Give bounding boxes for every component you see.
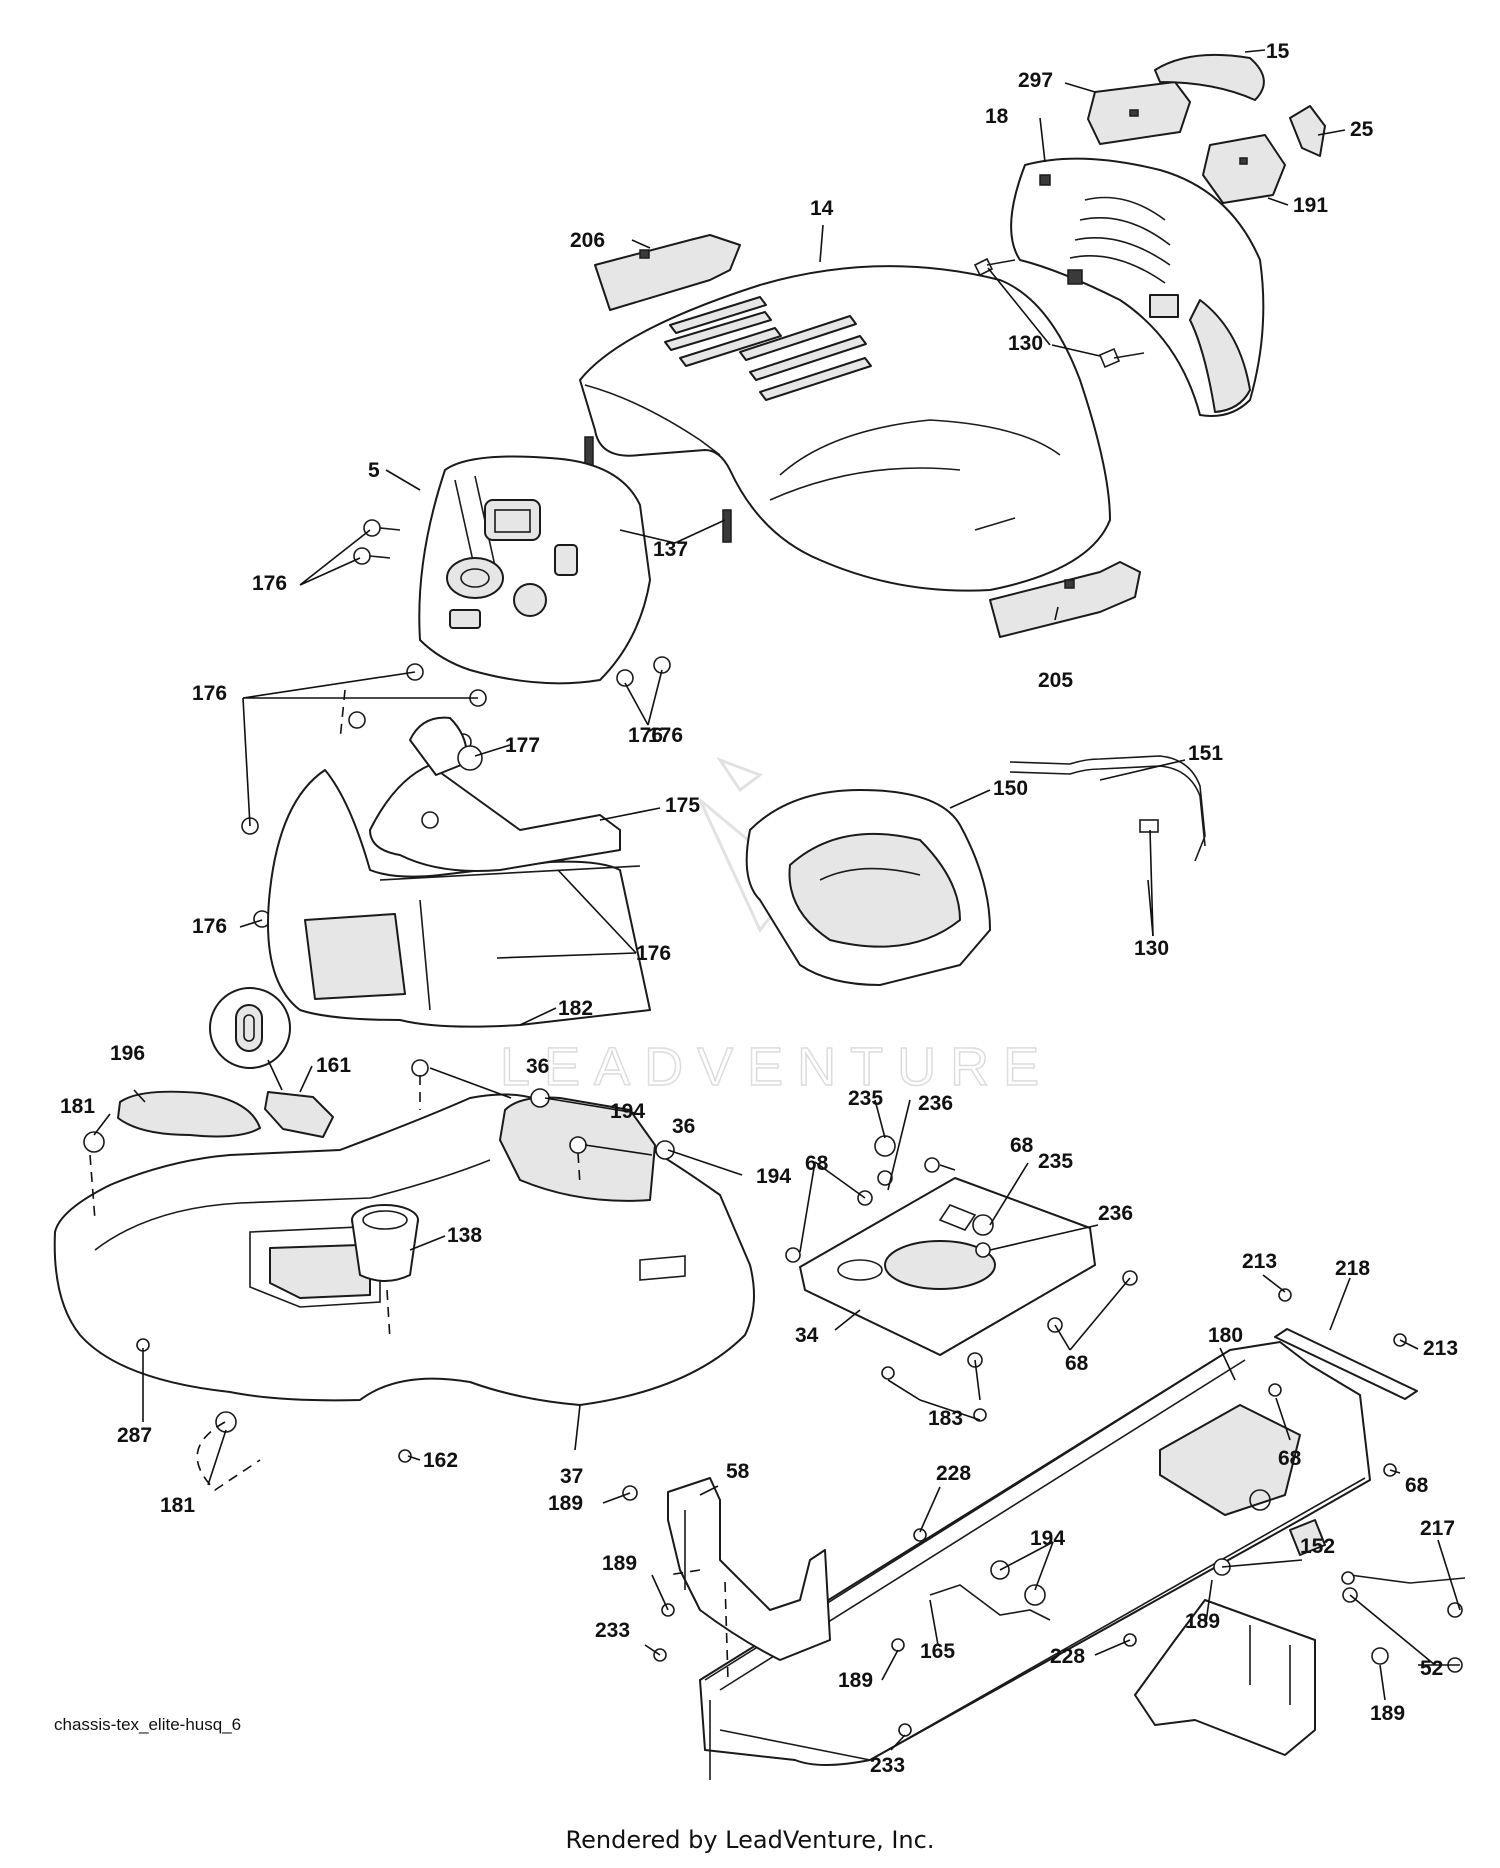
small-fasteners — [83, 1059, 1407, 1737]
callout-161: 161 — [316, 1054, 351, 1077]
callout-228-a: 228 — [936, 1462, 971, 1485]
frame-part-180 — [699, 1341, 1371, 1780]
bracket-part-58 — [667, 1477, 831, 1661]
callout-34: 34 — [795, 1324, 819, 1347]
callout-183: 183 — [928, 1407, 963, 1430]
callout-189-e: 189 — [1370, 1702, 1405, 1725]
callout-162: 162 — [423, 1449, 458, 1472]
callout-68-b: 68 — [805, 1152, 829, 1175]
leader-lines — [93, 49, 1461, 1751]
grille-part-18 — [1010, 157, 1265, 417]
callout-233-a: 233 — [595, 1619, 630, 1642]
shroud-part-150 — [745, 789, 991, 986]
watermark-text: LEADVENTURE — [500, 1037, 1053, 1097]
screw-part-130-b — [1098, 347, 1145, 369]
callout-213-a: 213 — [1242, 1250, 1277, 1273]
callout-130-top: 130 — [1008, 332, 1043, 355]
callout-68-a: 68 — [1010, 1134, 1034, 1157]
side-trim-part-205 — [989, 561, 1141, 638]
callout-165: 165 — [920, 1640, 955, 1663]
callout-189-c: 189 — [1185, 1610, 1220, 1633]
bracket-part-175 — [369, 716, 621, 872]
callout-labels: 15 297 18 25 191 14 206 130 5 137 176 17… — [60, 40, 1458, 1777]
block-part-297 — [1087, 81, 1191, 145]
callout-152: 152 — [1300, 1535, 1335, 1558]
callout-176-b: 176 — [648, 724, 683, 747]
callout-213-b: 213 — [1423, 1337, 1458, 1360]
clip-part-25 — [1289, 105, 1326, 157]
callout-189-d: 189 — [838, 1669, 873, 1692]
callout-176-a: 176 — [252, 572, 287, 595]
callout-236-a: 236 — [918, 1092, 953, 1115]
callout-58: 58 — [726, 1460, 750, 1483]
callout-36-b: 36 — [672, 1115, 695, 1138]
dash-lower-part-182 — [267, 769, 651, 1028]
callout-235-a: 235 — [848, 1087, 883, 1110]
callout-151: 151 — [1188, 742, 1223, 765]
callout-150: 150 — [993, 777, 1028, 800]
callout-37: 37 — [560, 1465, 583, 1488]
callout-196: 196 — [110, 1042, 145, 1065]
callout-176-d: 176 — [628, 724, 663, 747]
bar-part-218 — [1274, 1328, 1418, 1400]
cover-part-196 — [117, 1090, 261, 1138]
switch-part-161 — [209, 987, 334, 1138]
hood-part-14 — [579, 265, 1111, 592]
callout-52: 52 — [1420, 1657, 1443, 1680]
rod-part-165 — [929, 1584, 1051, 1621]
nut-part-177 — [457, 745, 483, 771]
callout-228-b: 228 — [1050, 1645, 1085, 1668]
callout-194-b: 194 — [756, 1165, 791, 1188]
callout-68-e: 68 — [1405, 1474, 1429, 1497]
drawing-id-label: chassis-tex_elite-husq_6 — [54, 1715, 242, 1734]
callout-189-a: 189 — [548, 1492, 583, 1515]
callout-15: 15 — [1266, 40, 1290, 63]
callout-218: 218 — [1335, 1257, 1370, 1280]
cap-part-15 — [1154, 53, 1265, 101]
callout-287: 287 — [117, 1424, 152, 1447]
callout-205: 205 — [1038, 669, 1073, 692]
bracket-part-151 — [1009, 755, 1206, 862]
callout-236-b: 236 — [1098, 1202, 1133, 1225]
callout-181-b: 181 — [160, 1494, 195, 1517]
callout-180: 180 — [1208, 1324, 1243, 1347]
dash-panel-part-5 — [418, 455, 651, 685]
shield-part-152 — [1134, 1599, 1316, 1756]
callout-206: 206 — [570, 229, 605, 252]
callout-68-d: 68 — [1278, 1447, 1302, 1470]
plate-part-34 — [799, 1177, 1096, 1356]
callout-181-a: 181 — [60, 1095, 95, 1118]
callout-137: 137 — [653, 538, 688, 561]
callout-138: 138 — [447, 1224, 482, 1247]
callout-175: 175 — [665, 794, 700, 817]
callout-176-c: 176 — [192, 682, 227, 705]
callout-194-c: 194 — [1030, 1527, 1065, 1550]
callout-5: 5 — [368, 459, 380, 482]
side-trim-part-206 — [594, 234, 741, 311]
callout-177: 177 — [505, 734, 540, 757]
screw-part-130 — [973, 257, 1016, 277]
callout-130-mid: 130 — [1134, 937, 1169, 960]
callout-176-e: 176 — [192, 915, 227, 938]
callout-189-b: 189 — [602, 1552, 637, 1575]
callout-25: 25 — [1350, 118, 1374, 141]
callout-182: 182 — [558, 997, 593, 1020]
rod-part-217 — [1349, 1574, 1466, 1673]
callout-68-c: 68 — [1065, 1352, 1089, 1375]
callout-235-b: 235 — [1038, 1150, 1073, 1173]
callout-36-a: 36 — [526, 1055, 549, 1078]
render-credit: Rendered by LeadVenture, Inc. — [565, 1826, 935, 1854]
cup-part-138 — [351, 1204, 419, 1282]
callout-18: 18 — [985, 105, 1009, 128]
callout-14: 14 — [810, 197, 834, 220]
callout-233-b: 233 — [870, 1754, 905, 1777]
callout-217: 217 — [1420, 1517, 1455, 1540]
callout-194-a: 194 — [610, 1100, 645, 1123]
block-part-191 — [1202, 134, 1286, 204]
callout-297: 297 — [1018, 69, 1053, 92]
callout-176-f: 176 — [636, 942, 671, 965]
callout-191: 191 — [1293, 194, 1328, 217]
